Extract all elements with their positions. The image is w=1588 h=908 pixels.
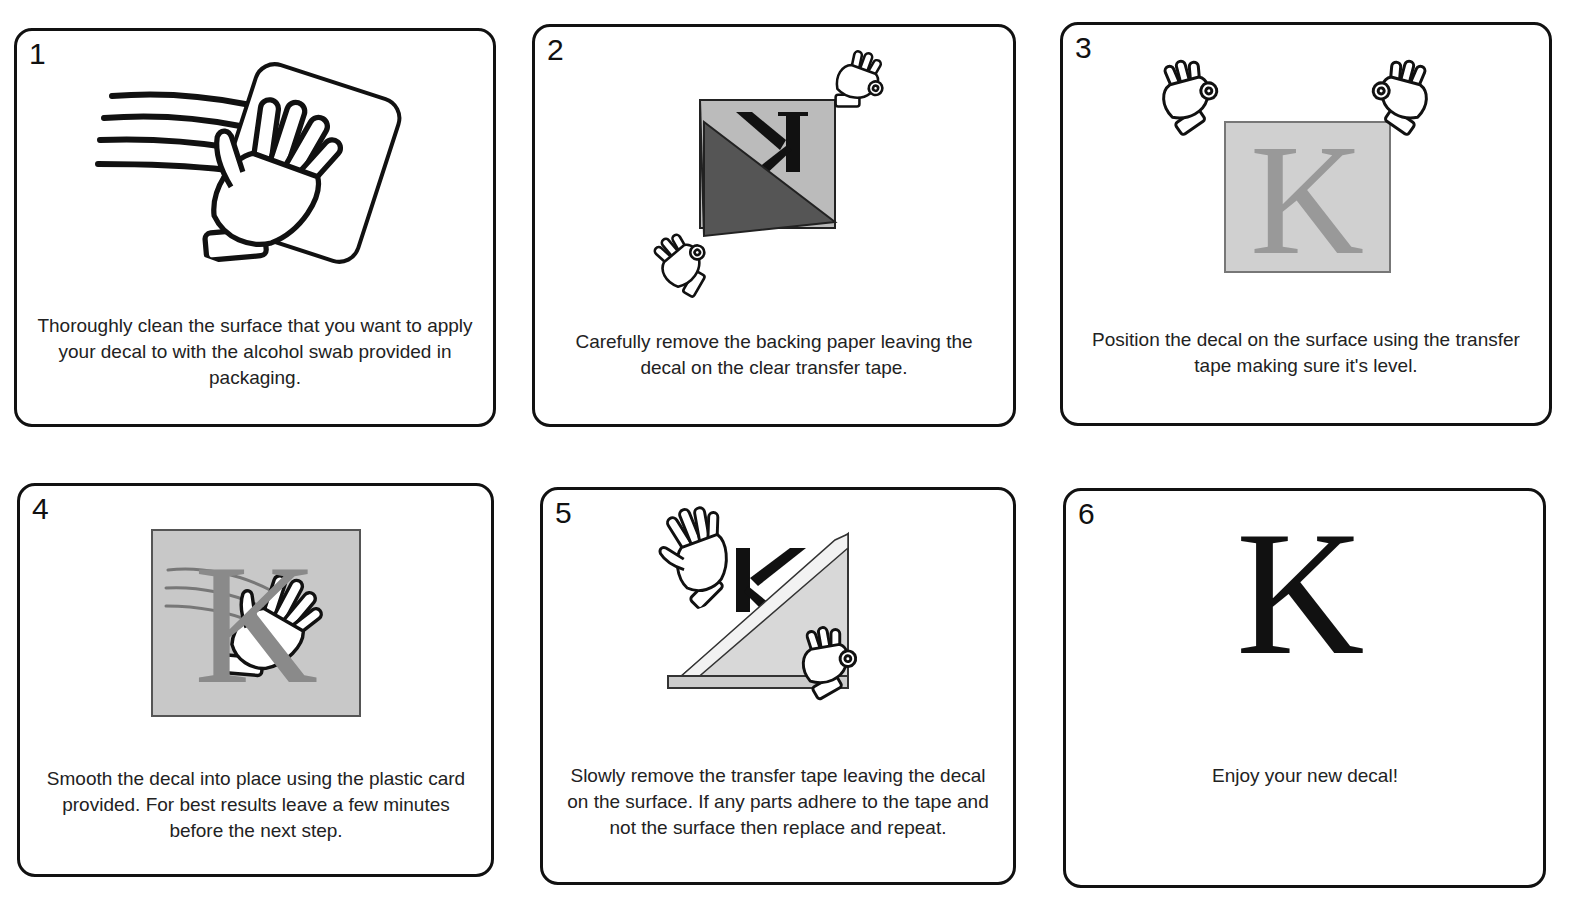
step-instruction: Position the decal on the surface using … [1086, 327, 1526, 379]
step-instruction: Enjoy your new decal! [1085, 763, 1525, 789]
decal-letter: K [194, 538, 318, 710]
step-panel: 2Carefully remove the backing paper leav… [532, 24, 1016, 427]
step-number: 2 [547, 33, 564, 67]
step-instruction: Smooth the decal into place using the pl… [36, 766, 476, 844]
step-instruction: Thoroughly clean the surface that you wa… [35, 313, 475, 391]
step-instruction: Slowly remove the transfer tape leaving … [558, 763, 998, 841]
step-panel: 1Thoroughly clean the surface that you w… [14, 28, 496, 427]
step-number: 5 [555, 496, 572, 530]
step-number: 3 [1075, 31, 1092, 65]
step-number: 6 [1078, 497, 1095, 531]
step-number: 4 [32, 492, 49, 526]
step-instruction: Carefully remove the backing paper leavi… [554, 329, 994, 381]
decal-letter: K [1250, 121, 1364, 279]
step-number: 1 [29, 37, 46, 71]
step-panel: 5Slowly remove the transfer tape leaving… [540, 487, 1016, 885]
decal-letter: K [1236, 504, 1365, 682]
